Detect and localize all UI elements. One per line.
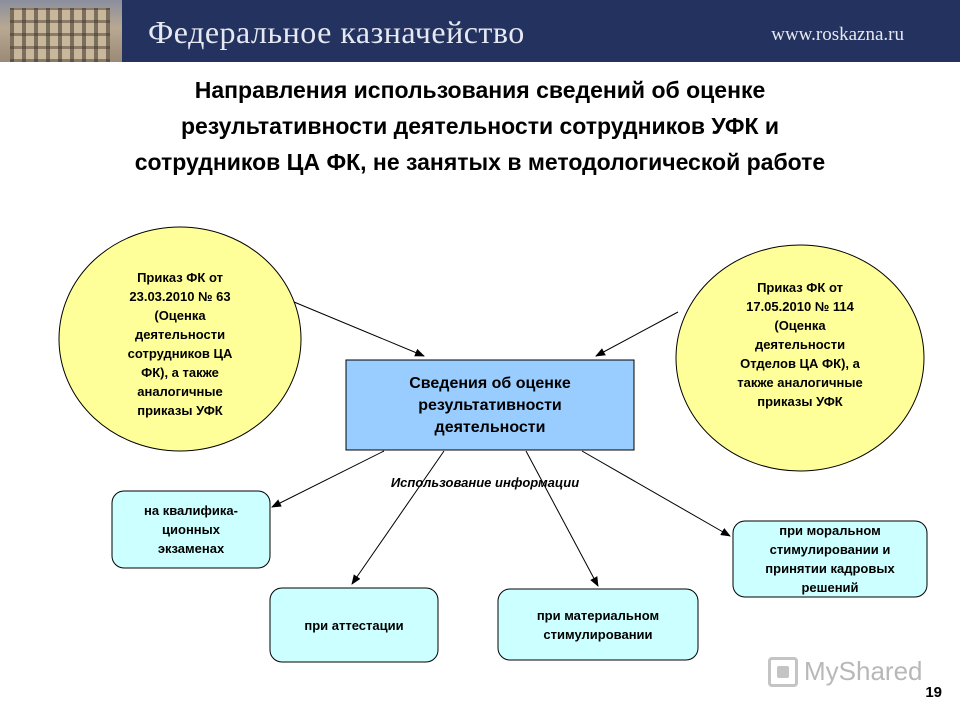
page-number: 19 <box>925 684 942 701</box>
center-box <box>345 359 635 451</box>
header-building-photo <box>0 0 122 62</box>
header-banner: Федеральное казначейство www.roskazna.ru <box>0 0 960 62</box>
left-circle-text: Приказ ФК от 23.03.2010 № 63 (Оценка дея… <box>127 270 233 418</box>
arrow-to-attestation <box>351 450 445 585</box>
arrow-to-moral <box>581 450 731 537</box>
output-box-material <box>497 588 699 661</box>
watermark-logo-icon <box>768 656 798 687</box>
header-url[interactable]: www.roskazna.ru <box>771 24 904 45</box>
output-box-moral <box>732 520 928 598</box>
left-source-circle <box>58 226 302 452</box>
page-title: Направления использования сведений об оц… <box>134 77 826 175</box>
output-text-moral: при моральном стимулировании и принятии … <box>765 523 895 595</box>
arrow-right-to-center <box>595 311 679 357</box>
output-box-attestation <box>269 587 439 663</box>
watermark-text: MyShared <box>804 656 923 686</box>
arrow-to-exams <box>271 450 385 508</box>
header-title: Федеральное казначейство <box>148 14 525 50</box>
output-text-exams: на квалифика- ционных экзаменах <box>144 503 238 556</box>
center-box-text: Сведения об оценке результативности деят… <box>409 375 571 436</box>
right-circle-text: Приказ ФК от 17.05.2010 № 114 (Оценка де… <box>737 280 863 409</box>
right-source-circle <box>675 244 925 472</box>
output-box-exams <box>111 490 271 569</box>
arrow-left-to-center <box>293 301 425 357</box>
usage-label: Использование информации <box>390 475 580 490</box>
output-text-attestation: при аттестации <box>304 617 404 633</box>
output-text-material: при материальном стимулировании <box>536 607 660 642</box>
arrow-to-material <box>525 450 599 587</box>
watermark: MyShared <box>768 656 923 687</box>
